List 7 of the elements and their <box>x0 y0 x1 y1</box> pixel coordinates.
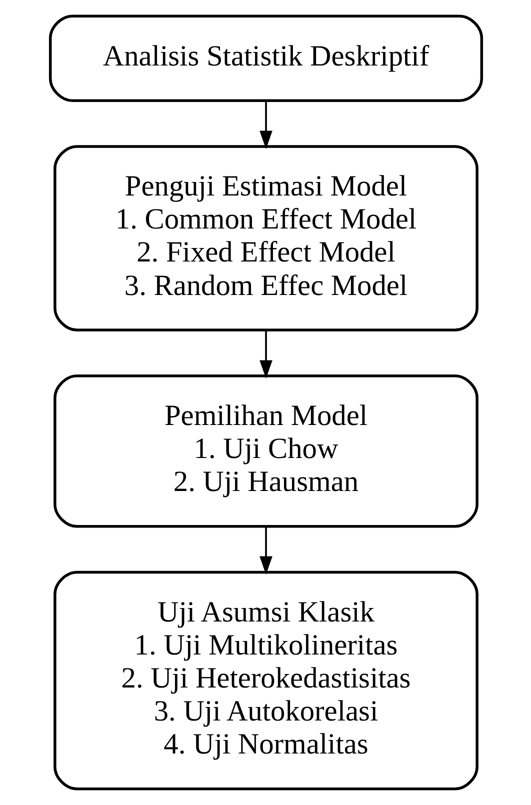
arrow <box>259 101 272 150</box>
node-box: Uji Asumsi Klasik 1. Uji Multikolineritas 2. Uji Heterokedastisitas 3. Uji Autokorelasi 4. Uji Normalitas <box>53 570 478 790</box>
node-box: Penguji Estimasi Model 1. Common Effect Model 2. Fixed Effect Model 3. Random Effec Model <box>53 145 478 332</box>
node-box: Pemilihan Model 1. Uji Chow 2. Uji Hausman <box>53 374 478 528</box>
node-box: Analisis Statistik Deskriptif <box>48 14 483 102</box>
arrow <box>259 526 272 575</box>
arrow <box>259 330 272 379</box>
